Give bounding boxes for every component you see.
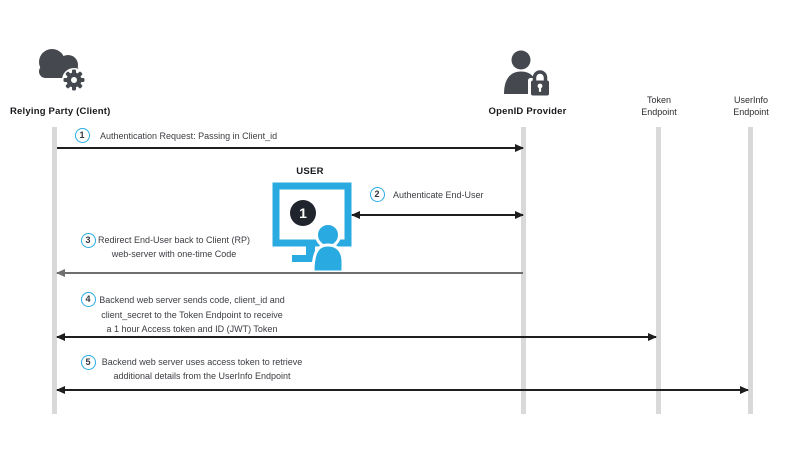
step-3-text: Redirect End-User back to Client (RP) we… <box>90 234 258 261</box>
userinfo-endpoint-line2: Endpoint <box>733 106 769 117</box>
step-1-text: Authentication Request: Passing in Clien… <box>100 131 278 141</box>
openid-provider-label: OpenID Provider <box>488 106 567 117</box>
userinfo-endpoint-line1: UserInfo <box>733 95 768 105</box>
step-1-number: 1 <box>74 127 90 143</box>
arrow-step-2 <box>351 210 524 219</box>
step-4-number: 4 <box>80 291 96 307</box>
person-lock-icon <box>504 50 550 97</box>
arrow-step-1 <box>57 143 524 152</box>
arrow-step-4 <box>56 332 657 341</box>
step-4-line-3: a 1 hour Access token and ID (JWT) Token <box>106 324 278 334</box>
step-3-line-2: web-server with one-time Code <box>111 248 237 259</box>
relying-party-label: Relying Party (Client) <box>10 106 111 117</box>
step-3-number: 3 <box>80 232 96 248</box>
lifeline-relying-party <box>52 127 57 414</box>
userinfo-endpoint-label: UserInfo Endpoint <box>711 95 791 118</box>
user-label: USER <box>296 166 324 177</box>
monitor-badge-number: 1 <box>299 205 307 221</box>
step-4-line-2: client_secret to the Token Endpoint to r… <box>101 309 283 320</box>
step-3-line-1: Redirect End-User back to Client (RP) <box>97 235 251 245</box>
step-5-text: Backend web server uses access token to … <box>93 356 311 383</box>
step-4-line-1: Backend web server sends code, client_id… <box>99 295 285 305</box>
token-endpoint-line2: Endpoint <box>641 106 677 117</box>
token-endpoint-label: Token Endpoint <box>619 95 699 118</box>
step-5-line-2: additional details from the UserInfo End… <box>113 370 291 381</box>
cloud-gear-icon <box>39 49 86 92</box>
step-5-line-1: Backend web server uses access token to … <box>101 357 303 367</box>
lifeline-token-endpoint <box>656 127 661 414</box>
lifeline-userinfo-endpoint <box>748 127 753 414</box>
arrow-step-3 <box>56 268 523 277</box>
token-endpoint-line1: Token <box>646 95 672 105</box>
step-4-text: Backend web server sends code, client_id… <box>92 293 292 337</box>
lifeline-openid-provider <box>521 127 526 414</box>
arrow-step-5 <box>56 385 749 394</box>
monitor-badge-circle <box>290 200 316 226</box>
monitor-user-icon: 1 <box>272 182 352 272</box>
step-5-number: 5 <box>80 354 96 370</box>
step-2-number: 2 <box>369 186 385 202</box>
step-2-text: Authenticate End-User <box>393 190 484 200</box>
